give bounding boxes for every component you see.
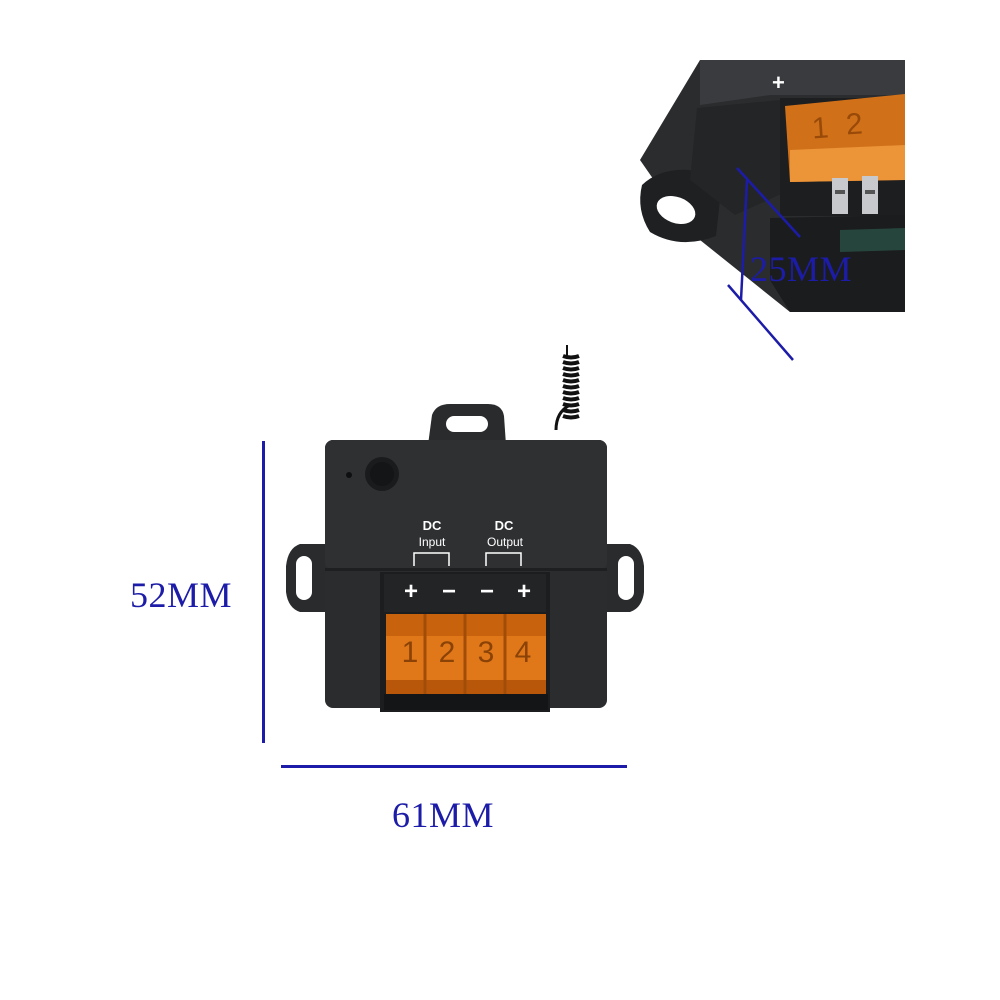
input-group-label-top: DC — [422, 518, 442, 533]
inset-dimension-line-3 — [727, 284, 794, 361]
terminal-number-2: 2 — [438, 636, 456, 669]
terminal-number-3: 3 — [477, 636, 495, 669]
input-bracket — [413, 552, 450, 566]
inset-mounting-hole — [656, 195, 696, 225]
polarity-symbol-1: + — [403, 578, 418, 605]
inset-dimension-line-1 — [736, 167, 801, 238]
polarity-symbol-2: − — [441, 578, 456, 605]
depth-dimension-label: 25MM — [750, 249, 853, 289]
status-led — [346, 472, 352, 478]
terminal-number-4: 4 — [514, 636, 532, 669]
width-dimension-label: 61MM — [392, 795, 495, 835]
output-bracket — [485, 552, 522, 566]
antenna — [554, 345, 580, 431]
output-group-label-top: DC — [494, 518, 514, 533]
height-dimension-line — [262, 441, 265, 743]
output-group-label-bottom: Output — [486, 535, 524, 549]
terminal-number-1: 1 — [401, 636, 419, 669]
polarity-symbol-3: − — [479, 578, 494, 605]
inset-dimension-line-2 — [739, 179, 749, 301]
inset-plus-symbol: + — [772, 70, 785, 95]
height-dimension-label: 52MM — [130, 575, 233, 615]
input-group-label-bottom: Input — [418, 535, 446, 549]
width-dimension-line — [281, 765, 627, 768]
polarity-symbol-4: + — [516, 578, 531, 605]
